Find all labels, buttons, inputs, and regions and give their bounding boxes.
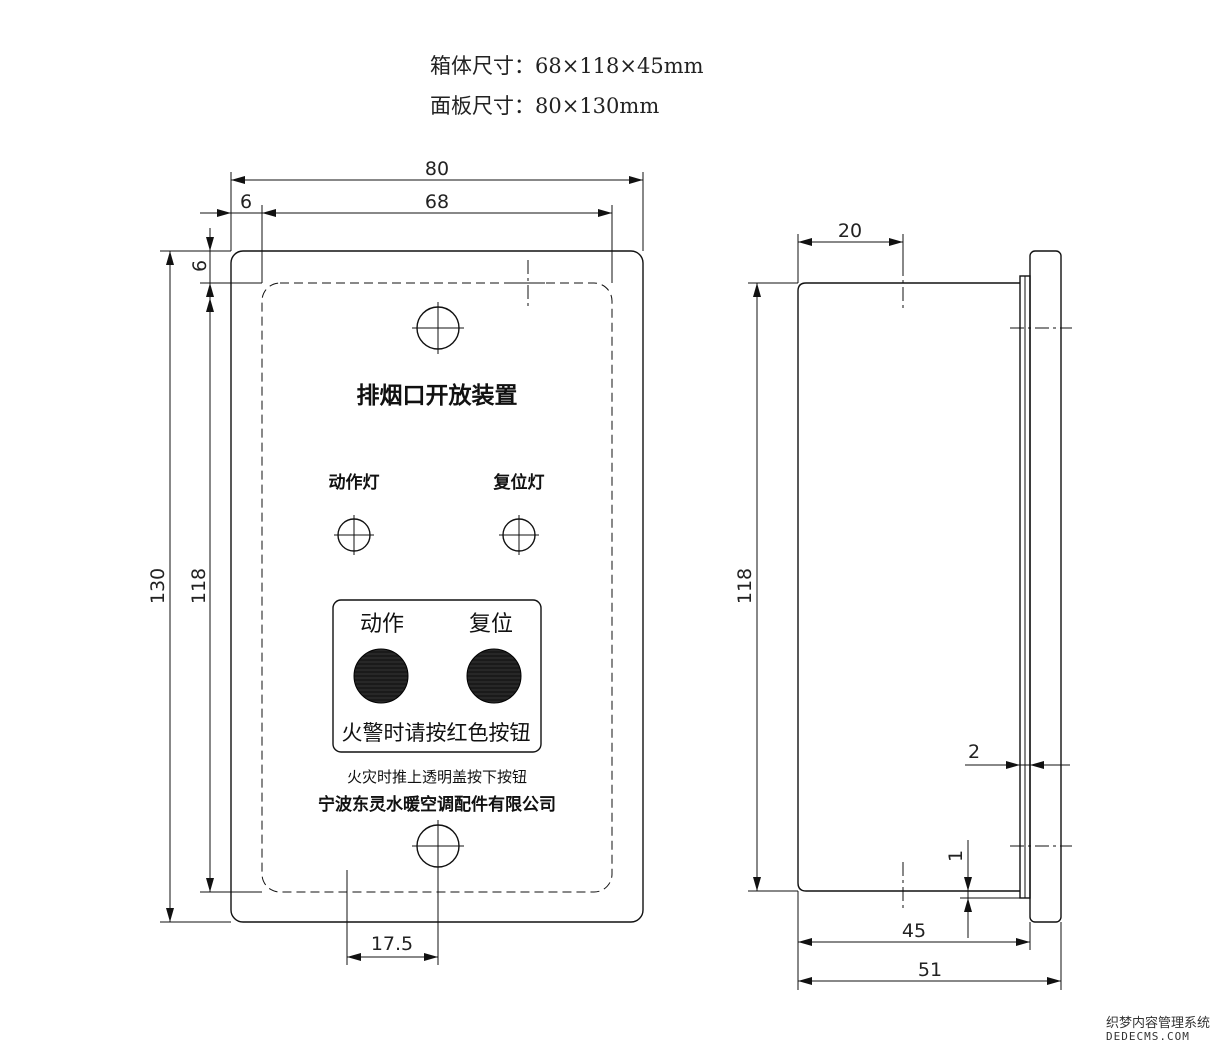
- button-cover-box: [332, 599, 542, 753]
- watermark-url: DEDECMS.COM: [1106, 1030, 1190, 1043]
- dim-label: 6: [189, 260, 211, 272]
- button-note: 火警时请按红色按钮: [342, 722, 531, 745]
- button-label-reset: 复位: [469, 611, 513, 636]
- side-panel-edge: [1029, 250, 1062, 923]
- dim-label: 45: [902, 920, 926, 942]
- cover-note: 火灾时推上透明盖按下按钮: [347, 769, 527, 786]
- dim-label: 68: [425, 191, 449, 213]
- dim-label: 1: [945, 850, 967, 862]
- dim-box-width: 68 6: [200, 191, 613, 283]
- reset-button-icon: [466, 648, 522, 704]
- dim-label: 20: [838, 220, 862, 242]
- dim-label: 6: [240, 191, 252, 213]
- watermark-title: 织梦内容管理系统: [1106, 1016, 1211, 1031]
- panel-outline: [230, 250, 644, 923]
- dim-label: 51: [918, 959, 942, 981]
- dim-side-gap: 1: [945, 840, 1030, 938]
- dim-side-depth-total: 51: [798, 922, 1062, 990]
- dim-side-depth-box: 45: [797, 891, 1031, 990]
- dim-label: 80: [425, 158, 449, 180]
- box-size-spec: 箱体尺寸：68×118×45mm: [430, 54, 704, 78]
- bottom-mounting-hole: [412, 820, 464, 872]
- side-view: 20 118 2 1: [734, 220, 1072, 990]
- dim-label: 118: [188, 568, 210, 604]
- dim-side-height: 118: [734, 282, 798, 892]
- reset-lamp-icon: [499, 515, 539, 555]
- dim-side-flange: 2: [965, 741, 1070, 769]
- front-view: 排烟口开放装置 动作灯 复位灯 动作 复位 火警时请按红色按钮 火灾时推上透明盖…: [147, 158, 644, 965]
- action-lamp-icon: [334, 515, 374, 555]
- dim-label: 2: [968, 741, 980, 763]
- dim-label: 130: [147, 568, 169, 604]
- dim-box-height: 118: [188, 283, 262, 893]
- dim-offset-y: 6: [189, 228, 262, 298]
- indicator-label-reset: 复位灯: [493, 472, 545, 492]
- dim-label: 118: [734, 568, 756, 604]
- dim-label: 17.5: [371, 933, 413, 955]
- dim-side-top: 20: [797, 220, 904, 283]
- panel-size-spec: 面板尺寸：80×130mm: [430, 94, 660, 118]
- panel-title: 排烟口开放装置: [357, 382, 518, 408]
- company-name: 宁波东灵水暖空调配件有限公司: [318, 794, 556, 814]
- top-mounting-hole: [412, 302, 464, 354]
- side-box-body: [797, 282, 1020, 892]
- box-hidden-outline: [261, 282, 613, 893]
- dim-panel-height: 130: [147, 250, 231, 923]
- action-button-icon: [353, 648, 409, 704]
- dim-hole-offset: 17.5: [346, 870, 439, 965]
- button-label-action: 动作: [360, 611, 404, 636]
- indicator-label-action: 动作灯: [329, 472, 380, 492]
- dim-panel-width: 80: [230, 158, 644, 251]
